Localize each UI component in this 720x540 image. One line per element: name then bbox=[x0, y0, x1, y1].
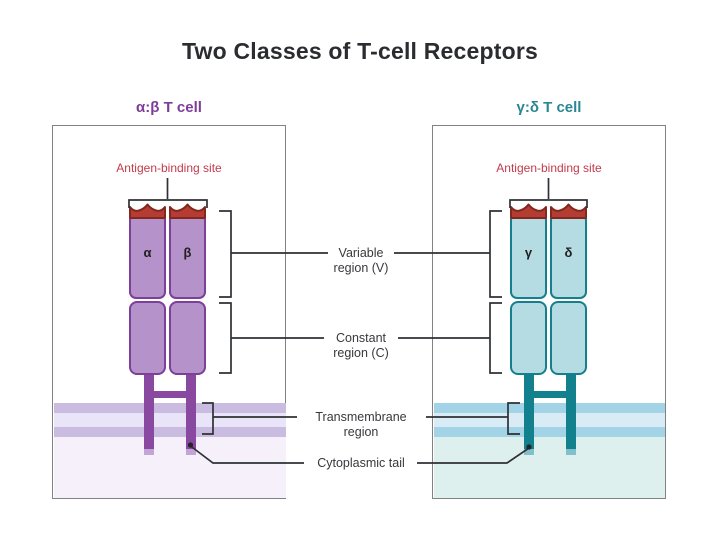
transmembrane-region-label: Transmembrane region bbox=[300, 410, 422, 440]
transmembrane-line1: Transmembrane bbox=[315, 410, 407, 424]
variable-region-line1: Variable bbox=[338, 246, 384, 260]
diagram-title: Two Classes of T-cell Receptors bbox=[182, 38, 538, 64]
delta-chain-label: δ bbox=[564, 245, 573, 260]
cytoplasmic-tail-label: Cytoplasmic tail bbox=[300, 456, 422, 471]
alpha-beta-cell-panel bbox=[52, 125, 286, 499]
constant-region-line1: Constant bbox=[335, 331, 387, 345]
beta-chain-label: β bbox=[183, 245, 192, 260]
constant-region-line2: region (C) bbox=[333, 346, 389, 360]
antigen-binding-label-left: Antigen-binding site bbox=[116, 161, 222, 175]
gamma-chain-label: γ bbox=[524, 245, 533, 260]
variable-region-line2: region (V) bbox=[333, 261, 389, 275]
cytoplasmic-tail-text: Cytoplasmic tail bbox=[317, 456, 405, 470]
transmembrane-line2: region bbox=[343, 425, 379, 439]
constant-region-label: Constant region (C) bbox=[300, 331, 422, 361]
variable-region-label: Variable region (V) bbox=[300, 246, 422, 276]
gamma-delta-cell-panel bbox=[432, 125, 666, 499]
alpha-chain-label: α bbox=[143, 245, 152, 260]
gamma-delta-header: γ:δ T cell bbox=[516, 99, 582, 116]
antigen-binding-label-right: Antigen-binding site bbox=[496, 161, 602, 175]
alpha-beta-header: α:β T cell bbox=[136, 99, 202, 116]
